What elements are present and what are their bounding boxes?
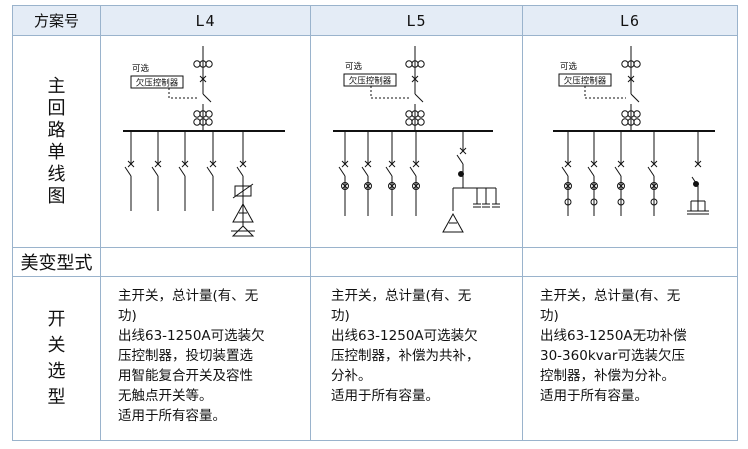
switch-row-label-char: 关 <box>47 334 66 356</box>
single-line-diagram-l5: 欠压控制器 可选 <box>333 46 500 233</box>
diagram-row-label-char: 路 <box>47 119 66 141</box>
description-l6: 主开关，总计量(有、无 功) 出线63-1250A无功补偿 30-360kvar… <box>540 288 687 404</box>
transformer-row-label: 美变型式 <box>20 253 93 274</box>
undervoltage-controller-text: 欠压控制器 <box>136 78 179 89</box>
scheme-header-l4: L4 <box>101 6 310 35</box>
undervoltage-controller-box <box>558 73 612 87</box>
grid-line <box>522 5 523 441</box>
undervoltage-controller-text: 欠压控制器 <box>349 76 392 87</box>
grid-line <box>100 5 101 441</box>
diagram-row-label: 主 回 路 单 线 图 <box>13 36 100 247</box>
description-l4: 主开关，总计量(有、无 功) 出线63-1250A可选装欠 压控制器，投切装置选… <box>118 288 265 424</box>
grid-line <box>12 35 738 36</box>
switch-row-label: 开 关 选 型 <box>13 277 100 440</box>
diagram-row-label-char: 线 <box>47 163 66 185</box>
scheme-header-l5: L5 <box>311 6 522 35</box>
description-l5: 主开关，总计量(有、无 功) 出线63-1250A可选装欠 压控制器，补偿为共补… <box>331 288 480 404</box>
grid-line <box>12 440 738 441</box>
diagram-row-label-char: 图 <box>47 185 66 207</box>
diagram-row-label-char: 单 <box>47 141 66 163</box>
header-corner: 方案号 <box>13 6 100 35</box>
optional-text: 可选 <box>560 61 578 72</box>
optional-text: 可选 <box>132 63 150 74</box>
optional-text: 可选 <box>345 61 363 72</box>
grid-line <box>12 5 738 6</box>
grid-line <box>12 5 13 441</box>
switch-row-label-char: 选 <box>47 360 66 382</box>
grid-line <box>310 5 311 441</box>
undervoltage-controller-text: 欠压控制器 <box>564 76 607 87</box>
grid-line <box>12 276 738 277</box>
single-line-diagram-l4: 欠压控制器 可选 <box>123 46 285 237</box>
grid-line <box>12 247 738 248</box>
switch-row-label-char: 型 <box>47 386 66 408</box>
undervoltage-controller-box <box>130 75 184 89</box>
diagram-row-label-char: 主 <box>47 75 66 97</box>
switch-row-label-char: 开 <box>47 308 66 330</box>
grid-line <box>737 5 738 441</box>
diagram-row-label-char: 回 <box>47 97 66 119</box>
single-line-diagram-l6: 欠压控制器 可选 <box>553 46 715 216</box>
scheme-header-l6: L6 <box>523 6 737 35</box>
undervoltage-controller-box <box>343 73 397 87</box>
